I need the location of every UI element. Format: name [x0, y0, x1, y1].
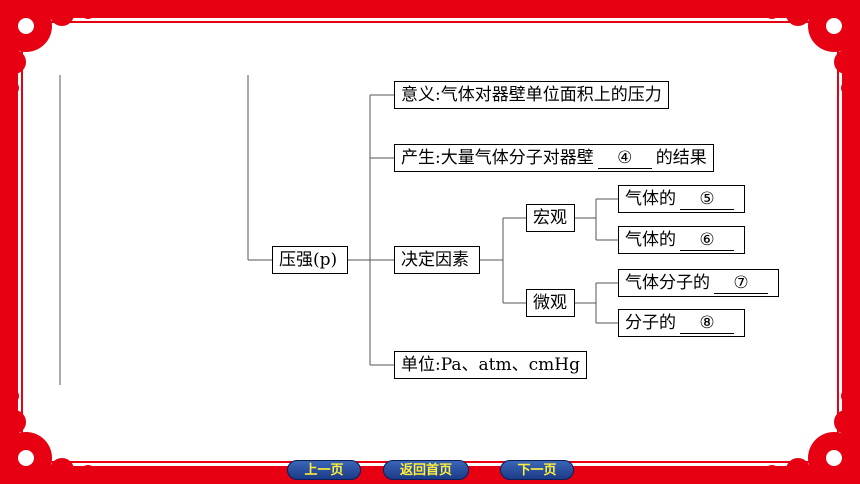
- meaning-node: 意义:气体对器壁单位面积上的压力: [394, 81, 669, 109]
- factors-node: 决定因素: [394, 246, 480, 274]
- root-node-pressure: 压强(p): [272, 246, 348, 274]
- blank-7: ⑦: [714, 273, 768, 294]
- units-node: 单位:Pa、atm、cmHg: [394, 351, 587, 379]
- blank-5: ⑤: [680, 189, 734, 210]
- origin-prefix: 产生:大量气体分子对器壁: [401, 148, 594, 168]
- blank-6: ⑥: [680, 230, 734, 251]
- macro-node: 宏观: [526, 204, 575, 232]
- macro-item-6-label: 气体的: [625, 230, 676, 250]
- micro-item-7-label: 气体分子的: [625, 273, 710, 293]
- micro-item-8-label: 分子的: [625, 313, 676, 333]
- home-page-button[interactable]: 返回首页: [383, 460, 469, 480]
- prev-page-button[interactable]: 上一页: [287, 460, 361, 480]
- blank-4: ④: [597, 148, 652, 169]
- macro-item-5-label: 气体的: [625, 189, 676, 209]
- blank-8: ⑧: [680, 313, 734, 334]
- next-page-button[interactable]: 下一页: [500, 460, 574, 480]
- origin-suffix: 的结果: [655, 148, 707, 168]
- micro-node: 微观: [526, 289, 575, 317]
